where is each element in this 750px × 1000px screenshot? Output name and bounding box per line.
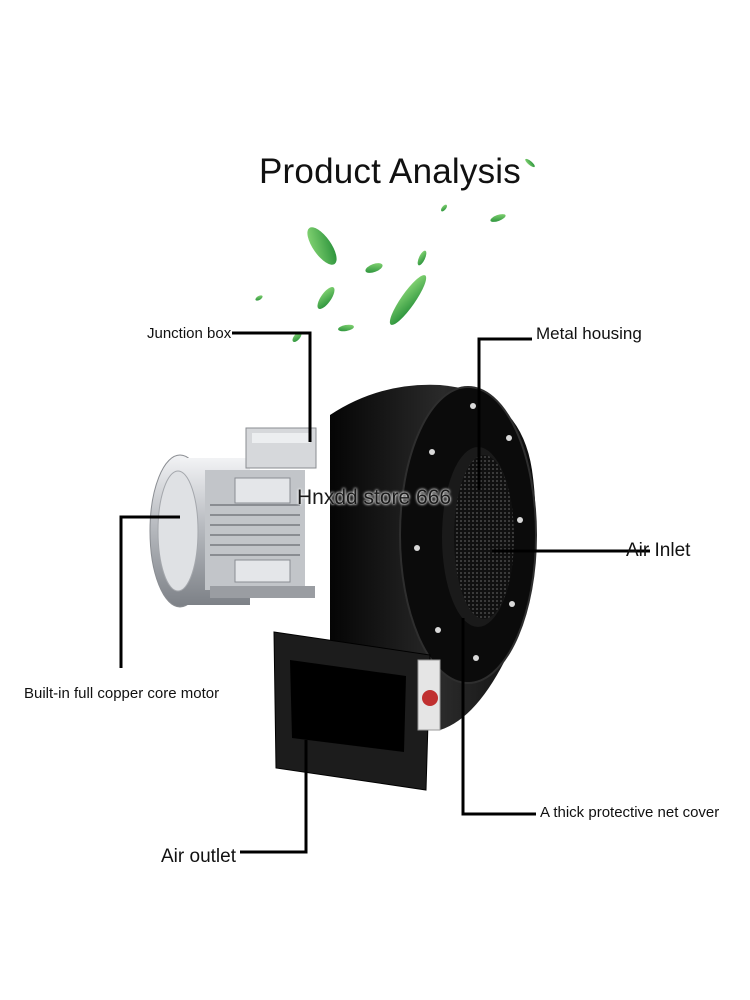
label-protective-net: A thick protective net cover [540, 804, 720, 821]
leaves-decoration [255, 158, 535, 342]
watermark-text: Hnxdd store 666 [297, 486, 452, 509]
motor [149, 427, 317, 608]
fan-housing [330, 384, 537, 730]
label-air-outlet: Air outlet [161, 846, 236, 867]
air-outlet-flange [273, 631, 441, 791]
label-metal-housing: Metal housing [536, 324, 642, 343]
label-air-inlet: Air Inlet [626, 540, 691, 561]
label-junction-box: Junction box [147, 325, 232, 342]
page-title: Product Analysis [259, 152, 521, 191]
label-motor: Built-in full copper core motor [24, 685, 220, 702]
callout-lines [119, 331, 650, 854]
